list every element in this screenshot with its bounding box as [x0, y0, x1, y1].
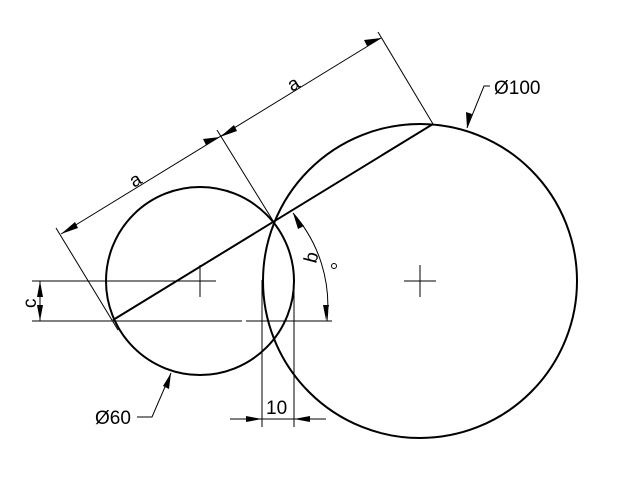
extension-line-left [55, 227, 119, 331]
dim-10-label: 10 [266, 398, 287, 419]
arrow-icon [364, 38, 381, 46]
dim-a-right-label: a [284, 73, 304, 97]
arrow-icon [466, 112, 472, 128]
arrow-down-icon [37, 305, 43, 321]
leader-line-small [137, 372, 172, 418]
angle-arc-b [292, 212, 329, 322]
dim-b-label: b [301, 250, 324, 266]
dia-small-label: Ø60 [95, 408, 131, 429]
extension-line-middle [216, 129, 276, 225]
large-circle-center-mark [404, 265, 436, 297]
chord-line [112, 123, 434, 321]
arrow-icon [220, 125, 237, 137]
arrow-icon [293, 213, 304, 229]
extension-line-right [377, 31, 434, 125]
arrow-icon [61, 222, 78, 234]
dim-c-label: c [20, 299, 41, 309]
arrow-icon [323, 305, 329, 320]
leader-line-large [466, 85, 490, 129]
dim-a-left-label: a [126, 169, 146, 193]
dia-large-label: Ø100 [494, 78, 540, 99]
arrow-icon [163, 373, 171, 389]
arrow-icon [203, 137, 220, 145]
arrow-up-icon [37, 281, 43, 297]
arrow-left-icon [294, 416, 310, 422]
arrow-right-icon [246, 416, 262, 422]
large-circle [262, 123, 578, 439]
degree-symbol [331, 263, 337, 269]
dimension-line-a [60, 37, 382, 235]
